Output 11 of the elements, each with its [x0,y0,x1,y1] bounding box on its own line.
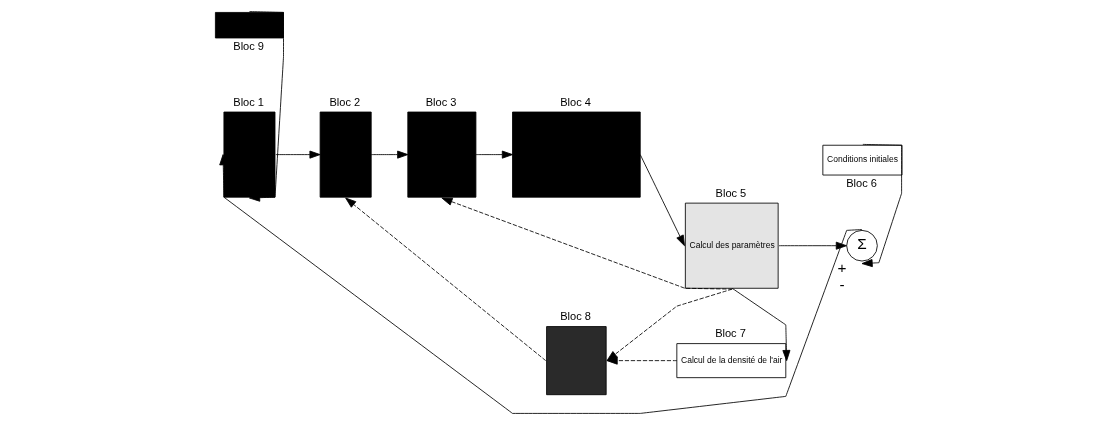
node-label: Bloc 3 [425,95,456,108]
node-label: + [837,259,846,277]
node-label: Bloc 4 [559,95,591,108]
node-label: Bloc 1 [232,95,264,108]
node-label: Bloc 5 [715,186,746,199]
node-label: - [838,276,845,294]
node-label: Bloc 7 [714,327,746,340]
node-label: Bloc 6 [845,177,877,190]
node-label: Bloc 2 [328,95,360,108]
node-label: Bloc 9 [232,40,264,53]
node-label: Bloc 8 [559,310,591,323]
